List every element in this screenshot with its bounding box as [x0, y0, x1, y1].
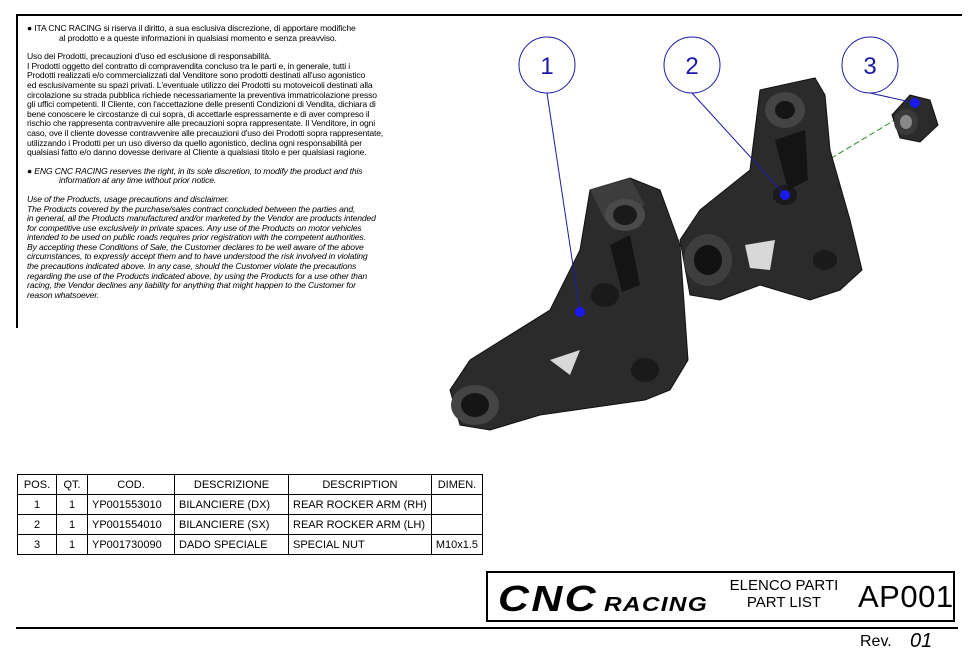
ita-paragraph: Uso dei Prodotti, precauzioni d'uso ed e…	[27, 52, 422, 158]
balloon-circle	[841, 36, 899, 94]
eng-paragraph: Use of the Products, usage precautions a…	[27, 193, 422, 301]
ita-text-line: qualsiasi fatto e/o danno dovesse deriva…	[27, 147, 367, 158]
ita-heading-cont: al prodotto e a queste informazioni in q…	[59, 32, 337, 43]
balloon-leader-line	[546, 92, 581, 313]
frame-left-line	[16, 14, 18, 328]
cell-code: YP001554010	[87, 514, 175, 535]
eng-text-line: circumstances, to expressly accept them …	[27, 251, 368, 262]
cell-dimen: M10x1.5	[430, 534, 484, 555]
bottom-frame-line	[16, 627, 958, 629]
cell-descrizione: BILANCIERE (SX)	[174, 514, 289, 535]
ita-text-line: I Prodotti oggetto del contratto di comp…	[27, 60, 351, 71]
cell-descrizione: BILANCIERE (DX)	[174, 494, 289, 515]
bullet-icon: ●	[27, 23, 33, 33]
cell-qty: 1	[56, 514, 88, 535]
logo-main-text: CNC	[498, 581, 598, 617]
revision-number: 01	[910, 630, 933, 652]
cell-dimen	[430, 514, 484, 535]
col-descrizione-header: DESCRIZIONE	[174, 474, 289, 495]
cell-pos: 2	[17, 514, 57, 535]
part-list-title-en: PART LIST	[746, 594, 822, 611]
frame-top-line	[16, 14, 962, 16]
eng-text-line: reason whatsoever.	[27, 289, 99, 300]
balloon-leader-line	[869, 92, 916, 104]
eng-text-line: intended to be used on public roads requ…	[27, 232, 366, 243]
rocker-arm-rh-part	[449, 177, 689, 431]
ita-text-line: caso, ove il cliente dovesse contravveni…	[27, 127, 384, 138]
balloon-1: 1	[518, 36, 585, 317]
eng-text-line: Use of the Products, usage precautions a…	[27, 193, 230, 204]
cell-description: REAR ROCKER ARM (LH)	[288, 514, 432, 535]
balloon-3: 3	[841, 36, 920, 108]
balloon-circle	[663, 36, 721, 94]
eng-text-line: for competitive use exclusively in priva…	[27, 222, 362, 233]
eng-heading-cont: information at any time without prior no…	[59, 175, 217, 186]
balloon-leader-line	[691, 92, 786, 196]
cnc-racing-logo: CNC RACING	[498, 581, 708, 617]
balloon-number: 1	[540, 53, 553, 80]
parts-list-table: POS. QT. COD. DESCRIZIONE DESCRIPTION DI…	[17, 474, 484, 555]
table-header-row: POS. QT. COD. DESCRIZIONE DESCRIPTION DI…	[17, 474, 484, 495]
cell-code: YP001553010	[87, 494, 175, 515]
special-nut-part	[891, 94, 939, 143]
rocker-arm-lh-part	[679, 77, 863, 301]
part-list-title: ELENCO PARTI PART LIST	[724, 577, 844, 611]
bullet-icon: ●	[27, 165, 33, 176]
disclaimer-text: ● ITA CNC RACING si riserva il diritto, …	[27, 23, 422, 301]
col-qty-header: QT.	[56, 474, 88, 495]
cell-descrizione: DADO SPECIALE	[174, 534, 289, 555]
eng-text-line: By accepting these Conditions of Sale, t…	[27, 241, 364, 252]
col-description-header: DESCRIPTION	[288, 474, 432, 495]
cell-dimen	[430, 494, 484, 515]
cell-pos: 1	[17, 494, 57, 515]
eng-text-line: the precautions indicated above. In any …	[27, 261, 357, 272]
eng-text-line: racing, the Vendor declines any liabilit…	[27, 280, 356, 291]
part-list-title-it: ELENCO PARTI	[729, 577, 839, 594]
cell-pos: 3	[17, 534, 57, 555]
cell-code: YP001730090	[87, 534, 175, 555]
ita-text-line: Prodotti realizzati e/o commercializzati…	[27, 70, 366, 81]
leader-dot-icon	[780, 190, 790, 200]
ita-text-line: gli uffici competenti. Il Cliente, con l…	[27, 99, 376, 110]
eng-text-line: The Products covered by the purchase/sal…	[27, 203, 356, 214]
ita-text-line: circolazione su strada pubblica richiede…	[27, 89, 377, 100]
balloon-number: 2	[685, 53, 698, 80]
col-pos-header: POS.	[17, 474, 57, 495]
balloon-circle	[518, 36, 576, 94]
ita-heading: ● ITA CNC RACING si riserva il diritto, …	[27, 23, 356, 33]
logo-sub-text: RACING	[604, 594, 708, 616]
eng-text-line: regarding the use of the Products indica…	[27, 270, 368, 281]
balloon-2: 2	[663, 36, 790, 200]
cell-description: REAR ROCKER ARM (RH)	[288, 494, 432, 515]
ita-text-line: utilizzando i Prodotti per un uso divers…	[27, 137, 362, 148]
document-code: AP001	[858, 579, 954, 614]
title-block: CNC RACING ELENCO PARTI PART LIST AP001	[486, 571, 955, 622]
revision-label: Rev.	[860, 633, 892, 650]
exploded-drawing: 1 2 3	[449, 36, 939, 431]
ita-text-line: rischio che rappresenta contravvenire al…	[27, 118, 376, 129]
ita-text-line: bene conoscere le circostanze di cui sop…	[27, 108, 370, 119]
ita-text-line: Uso dei Prodotti, precauzioni d'uso ed e…	[27, 51, 272, 62]
col-dimen-header: DIMEN.	[430, 474, 484, 495]
cell-description: SPECIAL NUT	[288, 534, 432, 555]
eng-heading: ● ENG CNC RACING reserves the right, in …	[27, 165, 363, 176]
ita-text-line: ed esclusivamente su spazi privati. L'ev…	[27, 79, 373, 90]
balloon-number: 3	[863, 53, 876, 80]
leader-dot-icon	[910, 98, 920, 108]
eng-text-line: in general, all the Products manufacture…	[27, 213, 376, 224]
col-code-header: COD.	[87, 474, 175, 495]
cell-qty: 1	[56, 534, 88, 555]
leader-dot-icon	[575, 307, 585, 317]
cell-qty: 1	[56, 494, 88, 515]
